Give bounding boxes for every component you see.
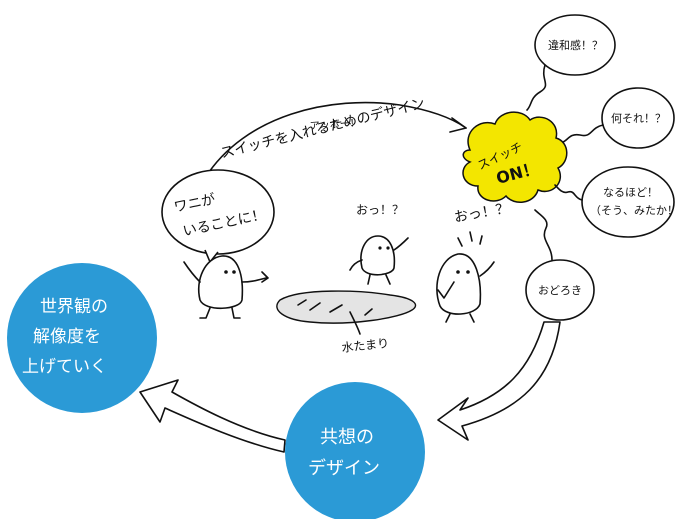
bubble-iwakan — [534, 14, 616, 76]
character-right-eye — [456, 270, 460, 274]
character-middle — [360, 235, 396, 276]
character-middle-eye — [378, 246, 382, 250]
circle-kyoso — [285, 382, 425, 519]
connector-naruhodo — [554, 184, 583, 201]
bubble-naruhodo-text-1: なるほど！ — [603, 186, 658, 199]
character-left-arms — [183, 261, 269, 283]
character-left-legs — [199, 307, 241, 319]
top-arc-arrowhead — [449, 117, 467, 133]
speech-otsu-2: おっ！？ — [453, 200, 511, 225]
bubble-odoroki-text: おどろき — [538, 284, 582, 297]
character-right-eye-2 — [466, 270, 470, 274]
character-right-legs — [445, 313, 475, 323]
speech-bubble-wani — [161, 169, 275, 255]
bubble-naruhodo-text-2: （そう、みたか！） — [590, 204, 676, 217]
character-middle-arms — [349, 237, 409, 271]
circle-sekaikan-3: 上げていく — [22, 357, 107, 377]
character-right-check — [437, 281, 455, 299]
circle-sekaikan — [7, 263, 157, 413]
circle-kyoso-1: 共想の — [320, 427, 374, 448]
character-middle-legs — [367, 274, 391, 285]
puddle — [276, 290, 417, 324]
bubble-naruhodo — [581, 166, 675, 238]
puddle-label: 水たまり — [341, 336, 390, 355]
sub-label: アッボー！ — [309, 117, 360, 132]
bubble-nanisore — [601, 87, 675, 149]
character-left-eye-2 — [232, 270, 236, 274]
character-left-eye — [224, 270, 228, 274]
big-arrow-right — [437, 321, 561, 441]
connector-iwakan — [526, 64, 547, 111]
connector-odoroki — [534, 209, 553, 261]
character-right — [436, 253, 482, 315]
big-arrow-left — [139, 379, 286, 453]
switch-cloud — [462, 111, 568, 203]
puddle-label-line — [349, 311, 361, 335]
character-middle-eye-2 — [386, 246, 390, 250]
character-right-arms — [479, 261, 495, 277]
circle-sekaikan-2: 解像度を — [33, 327, 101, 347]
circle-sekaikan-1: 世界観の — [40, 297, 108, 317]
circle-kyoso-2: デザイン — [308, 458, 380, 479]
bubble-iwakan-text: 違和感！？ — [548, 39, 603, 52]
speech-otsu-1: おっ！？ — [356, 203, 404, 217]
bubble-nanisore-text: 何それ！？ — [611, 112, 666, 125]
character-left — [198, 255, 244, 310]
top-arc-arrow — [204, 101, 467, 179]
puddle-ripples — [297, 299, 373, 316]
surprise-lines — [457, 231, 483, 247]
connector-nanisore — [562, 124, 604, 143]
bubble-odoroki — [525, 259, 595, 321]
